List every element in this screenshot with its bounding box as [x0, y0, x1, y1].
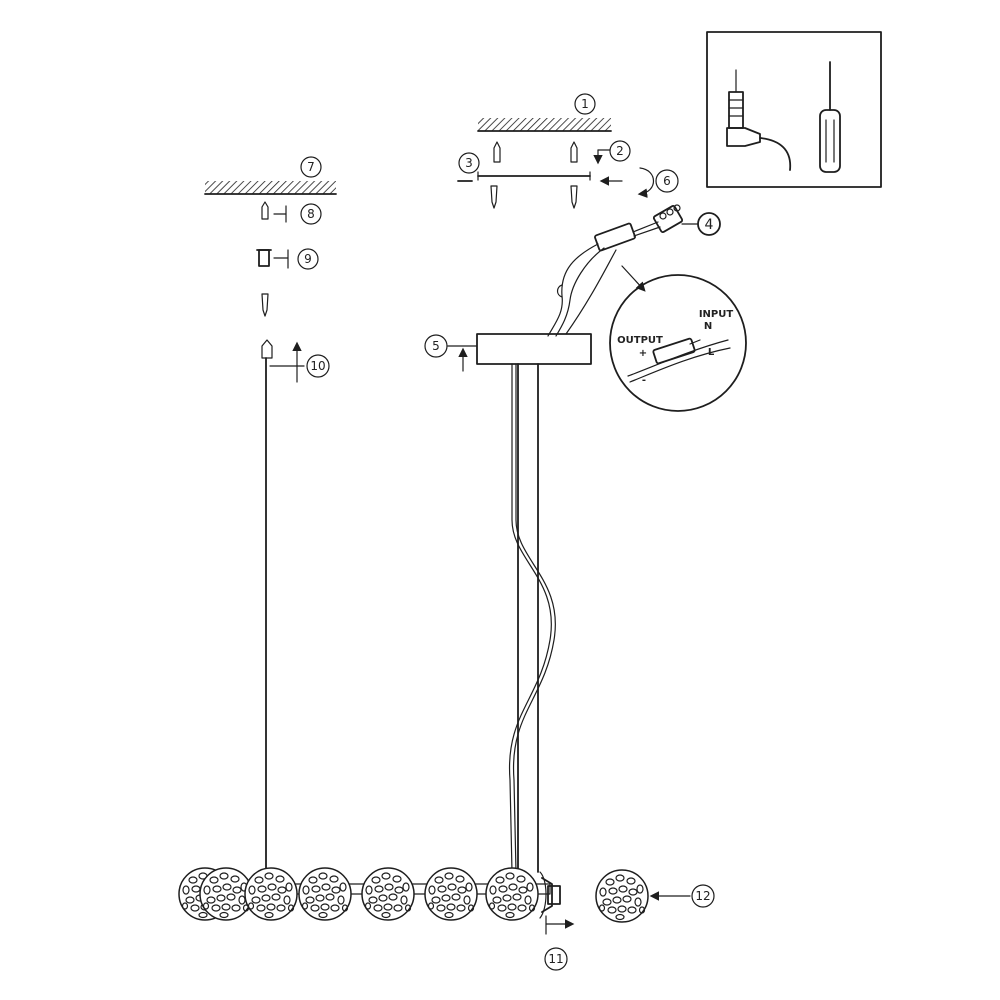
callout-5: 5 — [424, 334, 478, 372]
callout-11: 11 — [544, 915, 575, 971]
svg-text:3: 3 — [465, 156, 473, 170]
svg-text:L: L — [708, 347, 715, 358]
svg-text:8: 8 — [307, 207, 315, 221]
loose-orb — [595, 869, 649, 923]
orb-4 — [298, 867, 352, 921]
ceiling-right — [477, 118, 612, 132]
wiring-detail: INPUT N L OUTPUT + - — [609, 265, 747, 412]
light-bar — [178, 867, 551, 921]
drill-icon — [726, 69, 792, 171]
svg-text:N: N — [704, 321, 712, 332]
orb-3 — [244, 867, 298, 921]
callout-7: 7 — [300, 156, 322, 178]
callout-4: 4 — [681, 212, 721, 236]
callout-12: 12 — [649, 884, 715, 908]
callout-9: 9 — [273, 248, 319, 270]
suspension-cables-right — [508, 363, 556, 873]
svg-text:5: 5 — [432, 339, 440, 353]
orb-7 — [485, 867, 539, 921]
orb-6 — [424, 867, 478, 921]
callout-3: 3 — [458, 152, 480, 174]
screw-left — [261, 293, 269, 317]
svg-text:-: - — [642, 375, 646, 386]
svg-text:1: 1 — [581, 97, 589, 111]
screwdriver-icon — [819, 61, 841, 173]
svg-text:6: 6 — [663, 174, 671, 188]
orb-2 — [199, 867, 253, 921]
callout-10: 10 — [269, 341, 330, 383]
svg-text:INPUT: INPUT — [699, 309, 734, 320]
terminal-block — [652, 204, 684, 233]
canopy — [476, 333, 592, 365]
orb-5 — [361, 867, 415, 921]
svg-text:12: 12 — [695, 889, 710, 903]
wall-plugs-top — [493, 141, 578, 163]
svg-text:+: + — [639, 348, 647, 359]
supply-cables — [547, 243, 617, 337]
callout-2: 2 — [593, 140, 631, 165]
led-driver — [594, 221, 661, 252]
svg-text:OUTPUT: OUTPUT — [617, 335, 663, 346]
tools-box — [706, 31, 882, 188]
svg-text:7: 7 — [307, 160, 315, 174]
end-cap — [539, 871, 561, 919]
svg-text:2: 2 — [616, 144, 624, 158]
hook-plug — [261, 201, 269, 220]
svg-text:11: 11 — [548, 952, 563, 966]
callout-8: 8 — [273, 203, 322, 225]
svg-text:9: 9 — [304, 252, 312, 266]
wire-gripper — [261, 339, 273, 359]
mounting-bracket — [457, 171, 591, 209]
svg-text:10: 10 — [310, 359, 325, 373]
anchor-sleeve — [256, 249, 272, 267]
callout-1: 1 — [574, 93, 596, 115]
svg-text:4: 4 — [705, 217, 714, 233]
ceiling-left — [204, 181, 337, 195]
callout-6: 6 — [599, 167, 679, 198]
